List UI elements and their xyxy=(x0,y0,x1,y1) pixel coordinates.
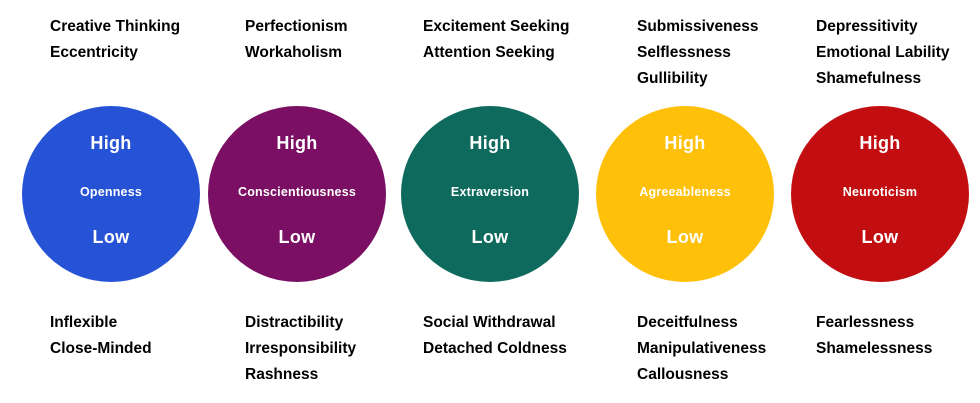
low-trait-label: Distractibility xyxy=(245,314,344,331)
low-trait-label: Detached Coldness xyxy=(423,340,567,357)
high-traits-list: Depressitivity Emotional Lability Shamef… xyxy=(816,14,949,92)
high-traits-list: Perfectionism Workaholism xyxy=(245,14,348,66)
high-trait-label: Creative Thinking xyxy=(50,18,181,35)
low-traits-list: Deceitfulness Manipulativeness Callousne… xyxy=(637,310,766,388)
high-trait-label: Excitement Seeking xyxy=(423,18,570,35)
low-trait-label: Inflexible xyxy=(50,314,118,331)
high-trait-label: Perfectionism xyxy=(245,18,348,35)
low-trait-label: Shamelessness xyxy=(816,340,933,357)
low-trait-label: Callousness xyxy=(637,366,729,383)
high-trait-label: Eccentricity xyxy=(50,44,138,61)
low-trait-label: Manipulativeness xyxy=(637,340,767,357)
trait-name: Neuroticism xyxy=(842,185,918,199)
trait-circle-agreeableness: High Agreeableness Low xyxy=(596,106,774,282)
high-trait-label: Emotional Lability xyxy=(816,44,950,61)
low-traits-list: Social Withdrawal Detached Coldness xyxy=(423,310,567,362)
high-trait-label: Selflessness xyxy=(637,44,731,61)
low-trait-label: Irresponsibility xyxy=(245,340,357,357)
low-trait-label: Deceitfulness xyxy=(637,314,738,331)
high-trait-label: Workaholism xyxy=(245,44,343,61)
high-label: High xyxy=(664,133,706,153)
low-label: Low xyxy=(666,227,704,247)
high-trait-label: Gullibility xyxy=(637,70,708,87)
trait-name: Extraversion xyxy=(450,185,530,199)
low-traits-list: Inflexible Close-Minded xyxy=(50,310,152,362)
low-trait-label: Social Withdrawal xyxy=(423,314,556,331)
high-traits-list: Excitement Seeking Attention Seeking xyxy=(423,14,569,66)
trait-circle-extraversion: High Extraversion Low xyxy=(401,106,579,282)
low-label: Low xyxy=(861,227,899,247)
high-label: High xyxy=(469,133,511,153)
low-traits-list: Fearlessness Shamelessness xyxy=(816,310,932,362)
low-label: Low xyxy=(278,227,316,247)
trait-name: Openness xyxy=(79,185,143,199)
low-label: Low xyxy=(471,227,509,247)
trait-circle-conscientiousness: High Conscientiousness Low xyxy=(208,106,386,282)
high-label: High xyxy=(90,133,132,153)
high-traits-list: Creative Thinking Eccentricity xyxy=(50,14,180,66)
low-trait-label: Fearlessness xyxy=(816,314,915,331)
trait-circle-openness: High Openness Low xyxy=(22,106,200,282)
low-label: Low xyxy=(92,227,130,247)
trait-name: Conscientiousness xyxy=(237,185,356,199)
high-label: High xyxy=(859,133,901,153)
trait-name: Agreeableness xyxy=(639,185,731,199)
high-traits-list: Submissiveness Selflessness Gullibility xyxy=(637,14,758,92)
low-trait-label: Rashness xyxy=(245,366,319,383)
high-trait-label: Submissiveness xyxy=(637,18,759,35)
high-trait-label: Attention Seeking xyxy=(423,44,555,61)
high-trait-label: Depressitivity xyxy=(816,18,918,35)
high-label: High xyxy=(276,133,318,153)
low-trait-label: Close-Minded xyxy=(50,340,152,357)
high-trait-label: Shamefulness xyxy=(816,70,922,87)
low-traits-list: Distractibility Irresponsibility Rashnes… xyxy=(245,310,356,388)
trait-circle-neuroticism: High Neuroticism Low xyxy=(791,106,969,282)
